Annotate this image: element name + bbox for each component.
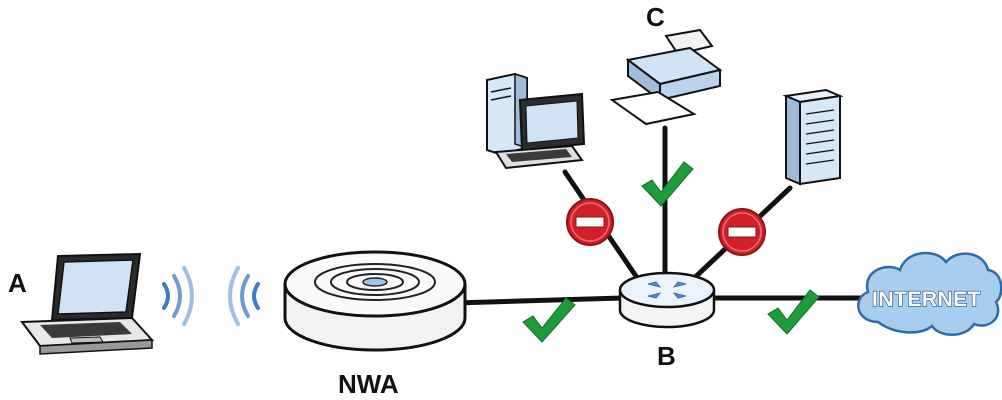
laptop-icon (22, 254, 152, 354)
switch-icon (620, 273, 714, 327)
wifi-signal-icon (164, 268, 192, 324)
printer-icon (612, 30, 720, 124)
laptop-label: A (8, 268, 27, 298)
access-point-label: NWA (338, 369, 399, 399)
wifi-signal-icon-ap (230, 268, 258, 324)
internet-label: INTERNET (872, 288, 981, 311)
access-point-icon (285, 252, 465, 350)
switch-label: B (657, 341, 676, 371)
desktop-computer-icon (487, 74, 584, 168)
no-entry-icon (567, 199, 613, 245)
link-nwa-switch (455, 298, 622, 303)
no-entry-icon (719, 209, 765, 255)
server-icon (786, 90, 840, 184)
printer-label: C (646, 2, 665, 32)
checkmark-icon (523, 298, 575, 342)
